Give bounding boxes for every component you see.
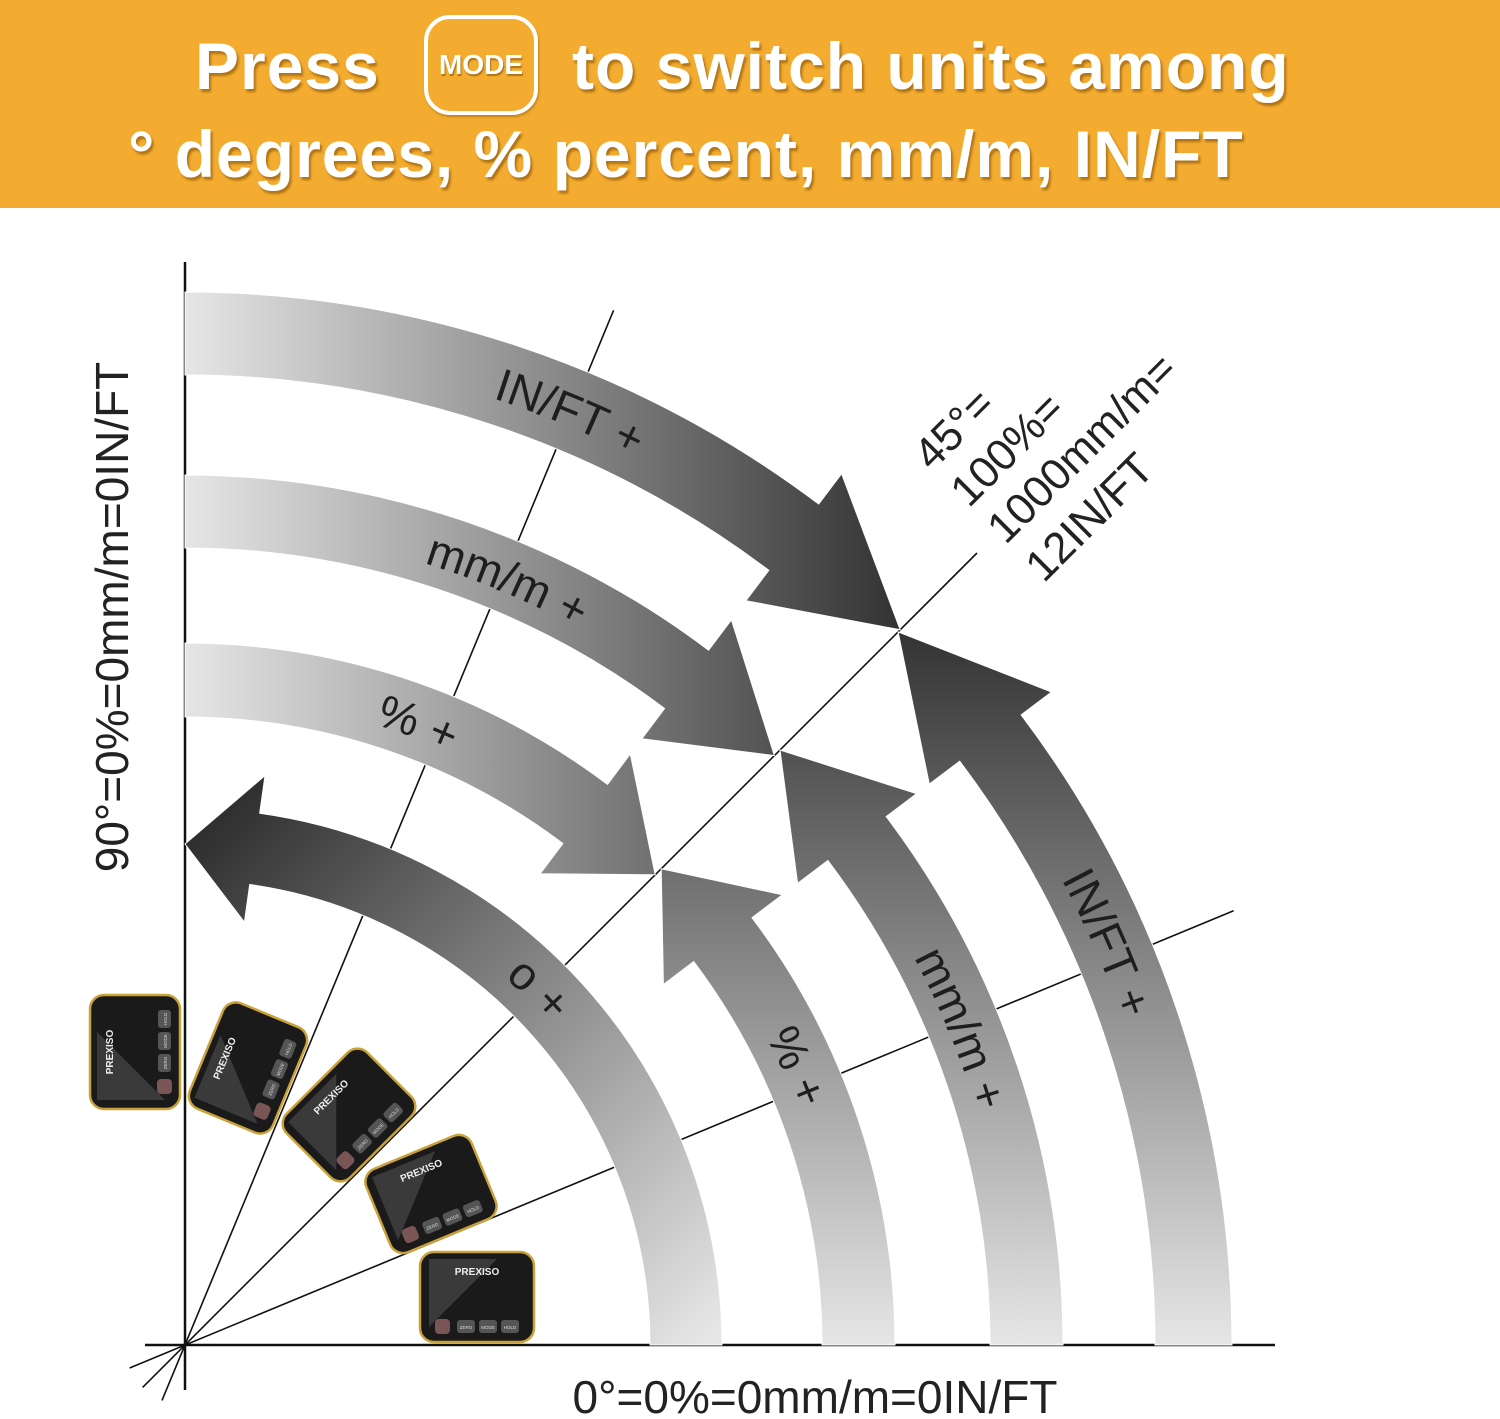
device-screen-glare [288,1073,337,1171]
device-screen-glare [97,1032,165,1100]
device-power-button [253,1102,271,1120]
device-brand: PREXISO [105,1030,116,1075]
device-button [479,1320,497,1333]
device-button-label: MODE [275,1062,285,1076]
device-button [383,1102,403,1123]
header-line2-text: ° degrees, % percent, mm/m, IN/FT [128,117,1244,191]
header-press-text: Press [195,29,380,103]
lower-arrow-in-ft [897,631,1233,1346]
header-banner: Press MODE to switch units among ° degre… [0,0,1500,208]
device-button-label: HOLD [466,1205,480,1215]
device-button [158,1054,171,1072]
upper-arrow-percent [184,642,656,876]
device-button [352,1133,372,1154]
device-button [158,1032,171,1050]
horizontal-axis-label: 0°=0%=0mm/m=0IN/FT [573,1371,1058,1419]
upper-arrow-mm-m [184,474,776,757]
unit-arrows [184,291,1233,1346]
device-button-label: HOLD [284,1042,294,1056]
device-button-label: ZERO [163,1056,168,1069]
device-button [270,1059,288,1080]
header-line1-text: to switch units among [572,29,1290,103]
device-screen-glare [372,1151,435,1241]
device-button-label: ZERO [267,1083,277,1097]
diagonal-45-label: 45°= 100%= 1000mm/m= 12IN/FT [904,344,1186,591]
level-device: PREXISO ZERO MODE HOLD [88,993,182,1111]
level-device: PREXISO ZERO MODE HOLD [418,1250,536,1344]
device-button-label: MODE [163,1034,168,1048]
device-screen-glare [429,1259,497,1327]
device-power-button [336,1151,355,1170]
device-button-label: MODE [481,1325,495,1330]
mode-button-graphic: MODE [424,15,538,115]
device-button-label: HOLD [504,1325,517,1330]
device-button [462,1200,483,1218]
device-button [367,1118,388,1138]
device-power-button [157,1079,172,1094]
lower-arrow-percent [660,868,896,1346]
device-power-button [435,1319,450,1334]
vertical-axis-label: 90°=0%=0mm/m=0IN/FT [86,362,138,873]
device-brand: PREXISO [455,1267,500,1278]
lower-arrow-mm-m [779,749,1064,1346]
device-button [279,1038,297,1059]
device-button [501,1320,519,1333]
device-screen-glare [194,1034,258,1124]
device-button [457,1320,475,1333]
degree-arrow [184,774,723,1346]
device-button [158,1010,171,1028]
device-power-button [401,1225,419,1244]
device-button [442,1208,463,1226]
device-button [262,1079,280,1100]
device-button [422,1216,443,1234]
device-button-label: HOLD [163,1012,168,1025]
device-button-label: ZERO [426,1221,440,1231]
device-button-label: ZERO [460,1325,473,1330]
device-button-label: MODE [446,1213,460,1223]
upper-arrow-in-ft [184,291,901,631]
